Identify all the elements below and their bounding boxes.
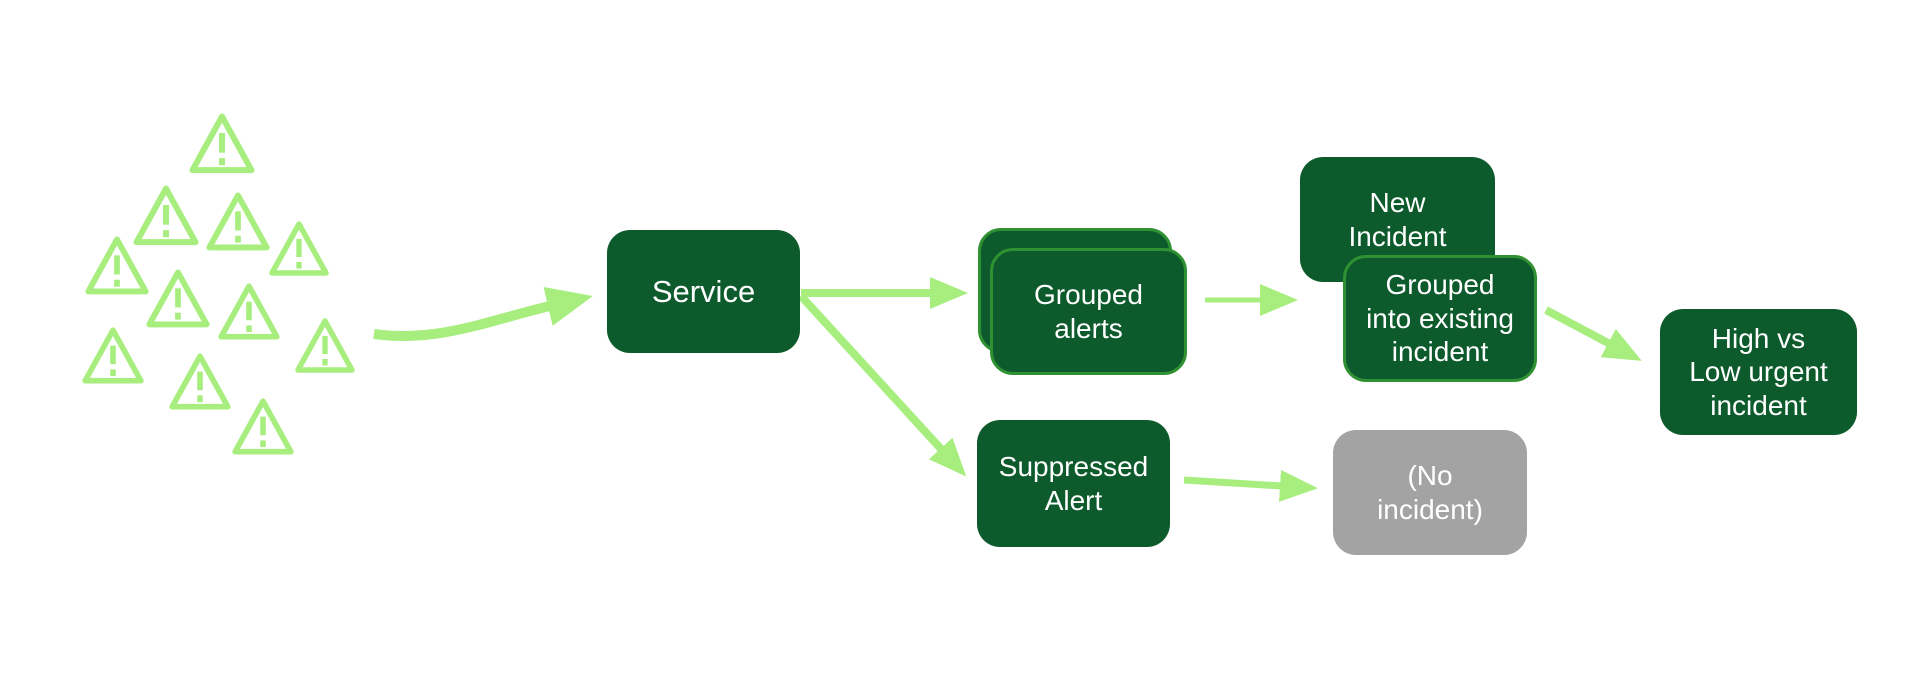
edge-service-to-suppressed-alert — [798, 293, 967, 477]
alert-triangle-icon — [232, 398, 294, 455]
edge-existing-incident-to-high-low — [1544, 306, 1642, 361]
alert-cluster — [0, 0, 420, 500]
node-grouped-into-existing-incident-label: Grouped into existing incident — [1366, 269, 1514, 368]
alert-triangle-icon — [206, 192, 270, 251]
node-no-incident: (No incident) — [1333, 430, 1527, 555]
node-no-incident-label: (No incident) — [1377, 459, 1483, 525]
node-grouped-alerts-label: Grouped alerts — [1034, 278, 1143, 344]
node-suppressed-alert-label: Suppressed Alert — [998, 450, 1149, 516]
alert-triangle-icon — [146, 269, 210, 328]
edge-alerts-to-service — [373, 286, 593, 342]
node-new-incident-label: New Incident — [1348, 186, 1447, 252]
node-service-label: Service — [651, 273, 756, 309]
alert-triangle-icon — [169, 353, 231, 410]
alert-triangle-icon — [85, 236, 149, 295]
edge-suppressed-to-no-incident — [1183, 469, 1318, 502]
node-grouped-alerts: Grouped alerts — [990, 248, 1187, 375]
node-grouped-into-existing-incident: Grouped into existing incident — [1343, 255, 1537, 382]
alert-triangle-icon — [295, 318, 355, 373]
node-service: Service — [607, 230, 800, 353]
alert-triangle-icon — [133, 185, 199, 246]
alert-triangle-icon — [218, 283, 280, 340]
node-suppressed-alert: Suppressed Alert — [977, 420, 1170, 547]
node-high-vs-low-urgent-incident: High vs Low urgent incident — [1660, 309, 1857, 435]
node-high-vs-low-urgent-incident-label: High vs Low urgent incident — [1689, 322, 1828, 421]
alert-triangle-icon — [269, 221, 329, 276]
alert-triangle-icon — [189, 113, 255, 174]
alert-triangle-icon — [82, 327, 144, 384]
